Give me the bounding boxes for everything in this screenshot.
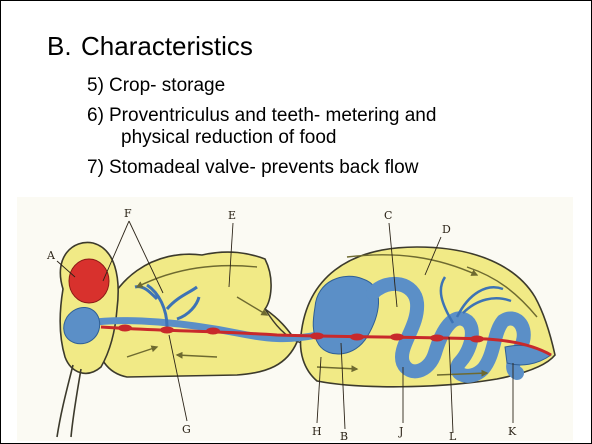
label-l: L (449, 430, 457, 441)
bullet-text: Proventriculus and teeth- metering and (109, 105, 436, 126)
bullet-item-5: 5) Crop- storage (87, 75, 567, 97)
mouthparts (57, 365, 81, 437)
heading-letter: B. (47, 31, 81, 62)
label-a: A (46, 249, 56, 262)
bullet-number: 6) (87, 105, 104, 127)
diagram-svg: A F E C D G H B J L K (17, 197, 573, 441)
label-j: J (398, 425, 403, 438)
heading-text: Characteristics (81, 31, 253, 61)
bullet-text: Crop- storage (109, 75, 225, 96)
bullet-text: Stomadeal valve- prevents back flow (109, 157, 418, 178)
label-k: K (508, 425, 517, 438)
bullet-item-6: 6) Proventriculus and teeth- metering an… (87, 105, 567, 149)
bullet-number: 5) (87, 75, 104, 97)
label-f: F (124, 207, 132, 220)
label-e: E (228, 209, 236, 222)
label-h: H (312, 425, 322, 438)
bullet-text-continued: physical reduction of food (109, 127, 567, 149)
bullet-number: 7) (87, 157, 104, 179)
label-g: G (182, 423, 191, 436)
label-d: D (442, 223, 451, 236)
insect-digestive-diagram: A F E C D G H B J L K (17, 197, 573, 441)
bullet-list: 5) Crop- storage 6) Proventriculus and t… (87, 75, 567, 187)
label-c: C (384, 209, 392, 222)
label-b: B (340, 430, 348, 441)
bullet-item-7: 7) Stomadeal valve- prevents back flow (87, 157, 567, 179)
slide-heading: B.Characteristics (47, 31, 253, 62)
